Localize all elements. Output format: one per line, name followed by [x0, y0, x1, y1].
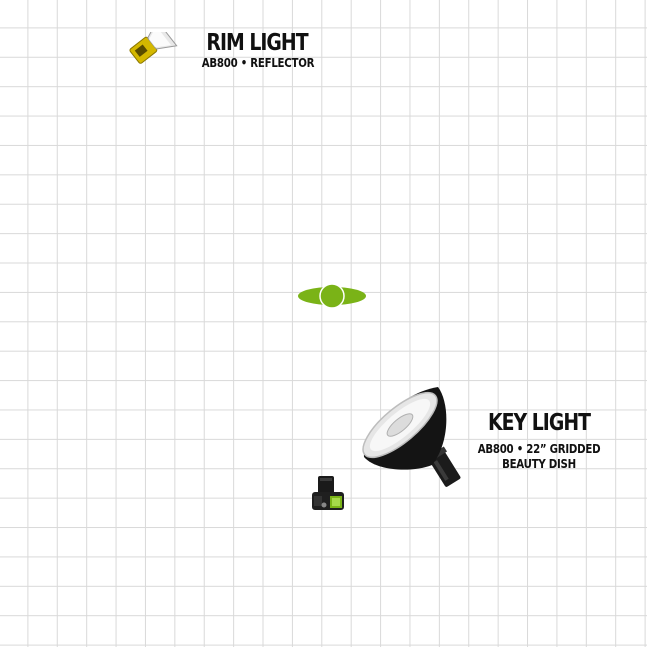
- key-light-label: KEY LIGHT AB800 • 22” GRIDDED BEAUTY DIS…: [466, 410, 612, 472]
- key-light-subtitle-line1: AB800 • 22” GRIDDED: [477, 442, 601, 456]
- subject-icon: [298, 283, 366, 309]
- key-light-subtitle-line2: BEAUTY DISH: [502, 457, 576, 471]
- rim-light-label: RIM LIGHT AB800 • REFLECTOR: [192, 30, 322, 71]
- rim-light-subtitle: AB800 • REFLECTOR: [201, 56, 315, 70]
- reflector-light-icon: [129, 32, 178, 64]
- key-light-title: KEY LIGHT: [487, 410, 591, 436]
- beauty-dish-icon: [362, 387, 461, 487]
- rim-light-title: RIM LIGHT: [206, 30, 308, 56]
- camera-icon: [312, 476, 344, 510]
